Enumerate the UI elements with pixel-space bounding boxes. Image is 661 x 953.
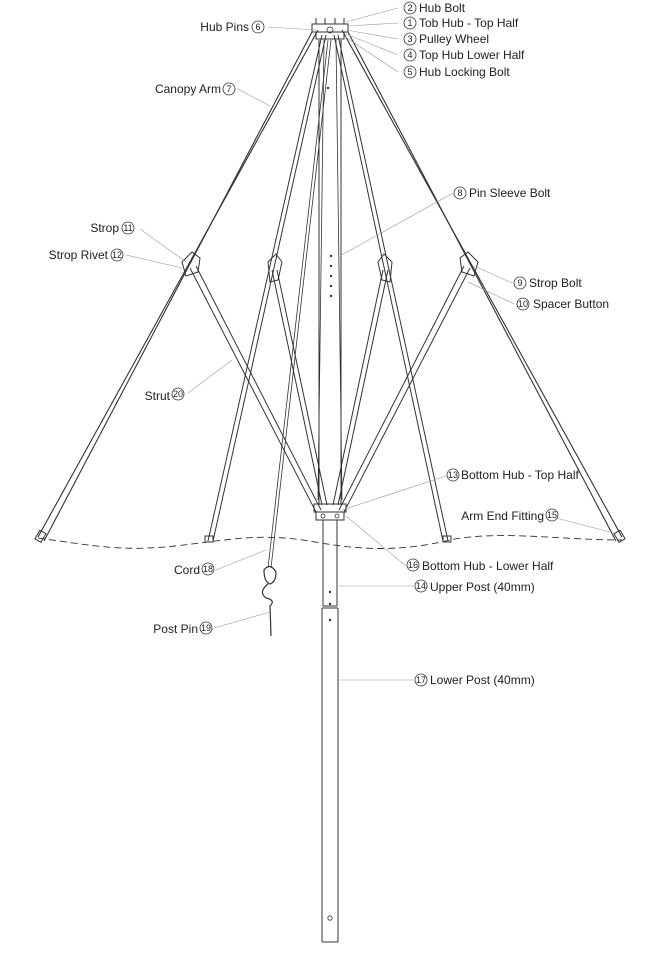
callout-text: Bottom Hub - Top Half — [461, 468, 579, 482]
callout-number: 1 — [407, 18, 412, 28]
callout-text: Bottom Hub - Lower Half — [422, 559, 554, 573]
callout-number: 19 — [201, 623, 211, 633]
bottom-hub — [313, 503, 347, 521]
canopy-hem-line — [37, 535, 623, 549]
callout-number: 13 — [448, 470, 458, 480]
callout-number: 16 — [408, 560, 418, 570]
callout-number: 14 — [416, 581, 426, 591]
callout-lower-post: 17 Lower Post (40mm) — [414, 673, 535, 687]
callout-text: Lower Post (40mm) — [430, 673, 535, 687]
callout-pin-sleeve-bolt: 8 Pin Sleeve Bolt — [453, 186, 551, 200]
callout-number: 18 — [203, 564, 213, 574]
callout-spacer-button: 10 Spacer Button — [516, 297, 609, 311]
callout-text: Upper Post (40mm) — [430, 580, 535, 594]
leader-lines — [125, 7, 611, 681]
callout-text: Cord — [174, 563, 200, 577]
callout-text: Hub Bolt — [419, 1, 466, 15]
callout-text: Tob Hub - Top Half — [419, 16, 519, 30]
callout-hub-bolt: 2 Hub Bolt — [403, 1, 466, 15]
callout-number: 12 — [112, 250, 122, 260]
upper-post — [322, 520, 338, 607]
callout-arm-end-fitting: Arm End Fitting 15 — [461, 508, 559, 523]
callout-text: Strop Rivet — [49, 248, 109, 262]
callout-text: Canopy Arm — [155, 82, 221, 96]
callout-number: 4 — [407, 50, 412, 60]
callout-pulley-wheel: 3 Pulley Wheel — [403, 32, 489, 46]
callout-hub-pins: Hub Pins 6 — [200, 20, 265, 34]
callout-top-hub-lower-half: 4 Top Hub Lower Half — [403, 48, 525, 62]
callout-text: Hub Locking Bolt — [419, 65, 510, 79]
callout-text: Hub Pins — [200, 20, 249, 34]
callout-number: 15 — [547, 510, 557, 520]
callout-strut: Strut 20 — [145, 387, 185, 403]
cord-and-pin — [261, 39, 332, 637]
callout-bottom-hub-top-half: 13 Bottom Hub - Top Half — [446, 468, 579, 482]
callout-text: Strop — [90, 221, 119, 235]
callout-text: Pin Sleeve Bolt — [469, 186, 551, 200]
callout-hub-locking-bolt: 5 Hub Locking Bolt — [403, 65, 510, 79]
callout-number: 20 — [173, 389, 183, 399]
callout-text: Top Hub Lower Half — [419, 48, 525, 62]
callout-canopy-arm: Canopy Arm 7 — [155, 82, 236, 96]
callout-number: 3 — [407, 34, 412, 44]
callout-number: 10 — [518, 299, 528, 309]
callout-number: 7 — [226, 84, 231, 94]
callout-number: 5 — [407, 67, 412, 77]
callout-text: Strut — [145, 389, 171, 403]
callout-text: Spacer Button — [533, 297, 609, 311]
callout-number: 8 — [457, 188, 462, 198]
callout-number: 9 — [517, 278, 522, 288]
arm-end-fittings — [34, 529, 626, 544]
callout-number: 17 — [416, 675, 426, 685]
umbrella-frame — [34, 18, 626, 943]
callout-text: Strop Bolt — [529, 276, 582, 290]
callout-number: 6 — [255, 22, 260, 32]
callout-text: Pulley Wheel — [419, 32, 489, 46]
top-hub — [311, 18, 349, 40]
callout-post-pin: Post Pin 19 — [153, 621, 213, 636]
callout-bottom-hub-lower-half: 16 Bottom Hub - Lower Half — [406, 558, 554, 573]
callout-text: Arm End Fitting — [461, 509, 544, 523]
callout-strop-bolt: 9 Strop Bolt — [513, 276, 582, 290]
callout-number: 2 — [407, 3, 412, 13]
callout-text: Post Pin — [153, 622, 198, 636]
callout-upper-post: 14 Upper Post (40mm) — [414, 579, 535, 594]
strop-fittings — [181, 251, 479, 283]
canopy-arms — [37, 29, 623, 542]
callout-strop-rivet: Strop Rivet 12 — [49, 248, 124, 262]
callout-cord: Cord 18 — [174, 562, 215, 577]
callouts: 2 Hub Bolt 1 Tob Hub - Top Half 3 Pulley… — [49, 1, 609, 687]
inner-column — [318, 40, 342, 505]
lower-post — [321, 607, 339, 943]
callout-strop: Strop 11 — [90, 221, 135, 235]
callout-tob-hub-top-half: 1 Tob Hub - Top Half — [403, 16, 519, 30]
callout-number: 11 — [123, 223, 132, 233]
